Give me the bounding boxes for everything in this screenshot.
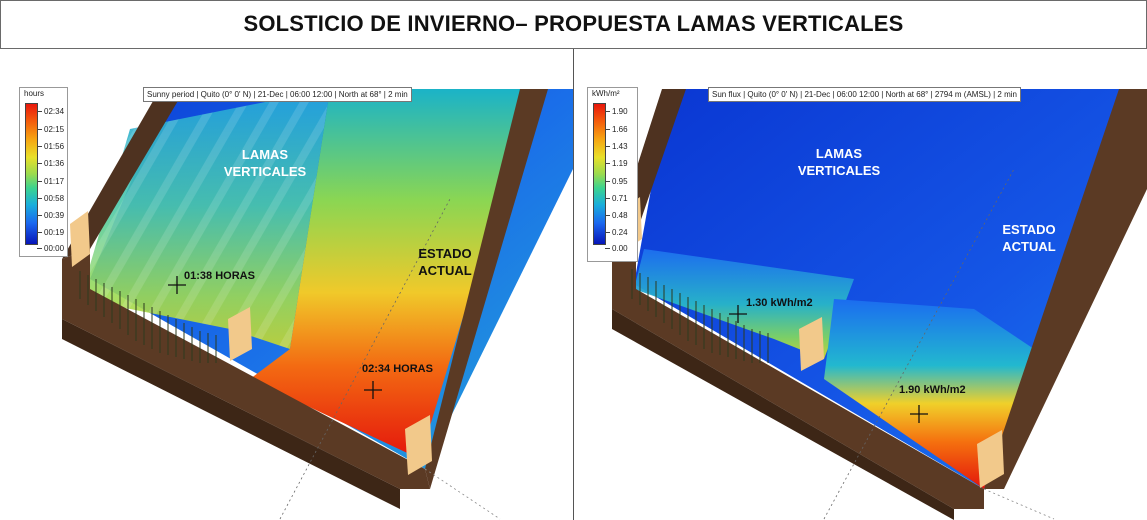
legend-tick: 00:39 bbox=[44, 211, 65, 220]
legend-tick: 1.19 bbox=[612, 159, 628, 168]
color-scale-legend: kWh/m² 1.90 1.66 1.43 1.19 0.95 0.71 0.4… bbox=[587, 87, 638, 262]
label-current-line2: ACTUAL bbox=[1002, 239, 1056, 254]
value-current: 1.90 kWh/m2 bbox=[899, 384, 966, 396]
label-proposal-line1: LAMAS bbox=[815, 146, 863, 161]
marker-current bbox=[910, 405, 928, 423]
legend-tick: 0.71 bbox=[612, 194, 628, 203]
value-proposal: 01:38 HORAS bbox=[184, 270, 255, 282]
louvres-group bbox=[631, 269, 769, 363]
label-proposal: LAMAS VERTICALES bbox=[784, 145, 894, 179]
left-heatmap-render bbox=[0, 49, 573, 520]
label-proposal: LAMAS VERTICALES bbox=[210, 146, 320, 180]
simulation-info-box: Sunny period | Quito (0° 0' N) | 21-Dec … bbox=[143, 87, 412, 102]
right-heatmap-render bbox=[574, 49, 1147, 520]
simulation-info-box: Sun flux | Quito (0° 0' N) | 21-Dec | 06… bbox=[708, 87, 1021, 102]
legend-tick: 1.90 bbox=[612, 107, 628, 116]
legend-tick: 0.24 bbox=[612, 228, 628, 237]
legend-color-bar bbox=[25, 103, 38, 245]
label-proposal-line2: VERTICALES bbox=[223, 164, 307, 179]
panel-divider bbox=[573, 49, 574, 520]
right-panel-sun-flux: Sun flux | Quito (0° 0' N) | 21-Dec | 06… bbox=[574, 49, 1147, 520]
legend-unit: hours bbox=[24, 89, 45, 98]
color-scale-legend: hours 02:34 02:15 01:56 01:36 01:17 00:5… bbox=[19, 87, 68, 257]
marker-current bbox=[364, 381, 382, 399]
legend-tick: 00:19 bbox=[44, 228, 65, 237]
legend-tick: 1.66 bbox=[612, 125, 628, 134]
title-bar: SOLSTICIO DE INVIERNO– PROPUESTA LAMAS V… bbox=[0, 0, 1147, 49]
label-current: ESTADO ACTUAL bbox=[400, 245, 490, 279]
label-current: ESTADO ACTUAL bbox=[984, 221, 1074, 255]
legend-tick: 0.48 bbox=[612, 211, 628, 220]
legend-tick: 00:58 bbox=[44, 194, 65, 203]
value-current: 02:34 HORAS bbox=[362, 363, 433, 375]
label-current-line2: ACTUAL bbox=[418, 263, 472, 278]
figure-title: SOLSTICIO DE INVIERNO– PROPUESTA LAMAS V… bbox=[243, 11, 904, 36]
legend-tick: 02:15 bbox=[44, 125, 65, 134]
legend-tick: 02:34 bbox=[44, 107, 65, 116]
marker-proposal bbox=[729, 305, 747, 323]
legend-tick: 01:56 bbox=[44, 142, 65, 151]
legend-tick: 0.95 bbox=[612, 177, 628, 186]
marker-proposal bbox=[168, 276, 186, 294]
legend-tick: 1.43 bbox=[612, 142, 628, 151]
legend-color-bar bbox=[593, 103, 606, 245]
legend-tick: 01:36 bbox=[44, 159, 65, 168]
legend-tick: 00:00 bbox=[44, 244, 65, 253]
left-panel-sunny-period: Sunny period | Quito (0° 0' N) | 21-Dec … bbox=[0, 49, 573, 520]
legend-tick: 0.00 bbox=[612, 244, 628, 253]
label-proposal-line1: LAMAS bbox=[241, 147, 289, 162]
legend-tick: 01:17 bbox=[44, 177, 65, 186]
label-proposal-line2: VERTICALES bbox=[797, 163, 881, 178]
label-current-line1: ESTADO bbox=[1002, 222, 1056, 237]
louvres-group bbox=[79, 271, 217, 363]
value-proposal: 1.30 kWh/m2 bbox=[746, 297, 813, 309]
label-current-line1: ESTADO bbox=[418, 246, 472, 261]
legend-unit: kWh/m² bbox=[592, 89, 620, 98]
